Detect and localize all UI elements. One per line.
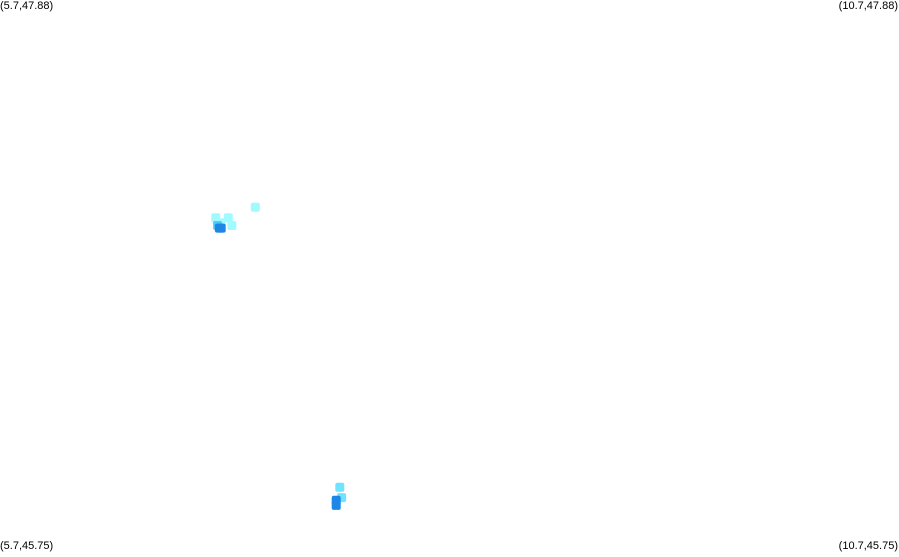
water-patch (223, 213, 233, 223)
water-patch (250, 202, 260, 212)
water-patch (216, 223, 226, 233)
water-patch (331, 500, 341, 510)
corner-label-top-right: (10.7,47.88) (838, 0, 898, 12)
corner-label-bottom-left: (5.7,45.75) (0, 540, 54, 552)
corner-label-top-left: (5.7,47.88) (0, 0, 54, 12)
water-patch (227, 221, 237, 230)
corner-label-bottom-right: (10.7,45.75) (838, 540, 898, 552)
water-patch (335, 482, 345, 492)
